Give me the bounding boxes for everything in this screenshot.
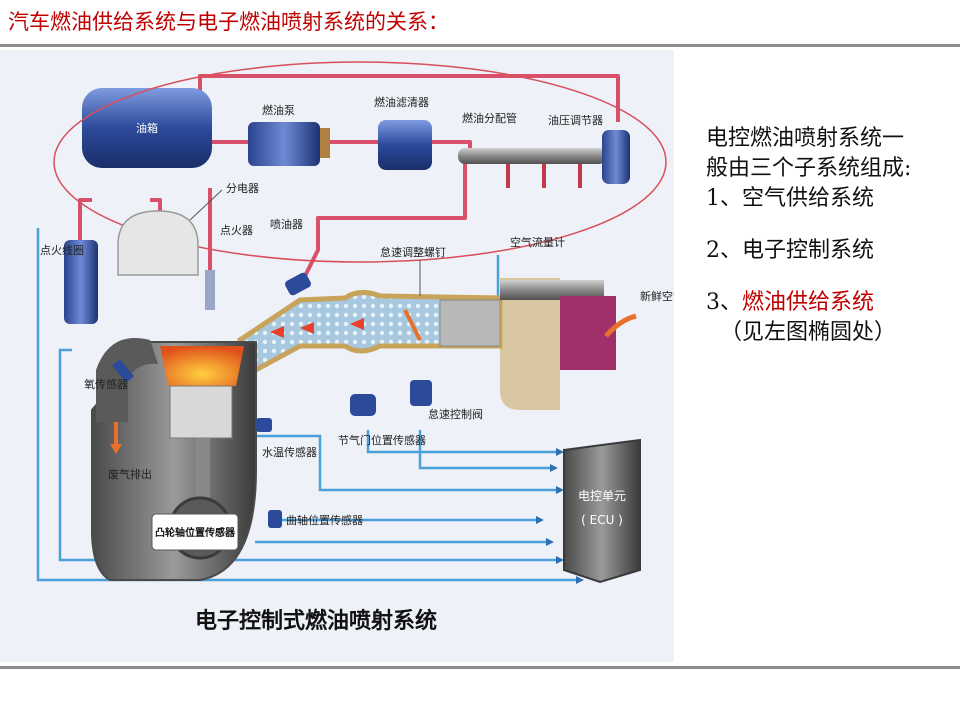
fuel-filter bbox=[378, 120, 432, 170]
fuel-pump bbox=[248, 122, 320, 166]
pressure-regulator-label: 油压调节器 bbox=[548, 113, 603, 127]
pressure-regulator bbox=[602, 130, 630, 184]
cam-sensor-label: 凸轮轴位置传感器 bbox=[155, 526, 236, 539]
subsystems-description: 电控燃油喷射系统一 般由三个子系统组成: 1、空气供给系统 2、电子控制系统 3… bbox=[706, 124, 956, 348]
intro-line-1: 电控燃油喷射系统一 bbox=[706, 126, 905, 151]
idle-control-valve bbox=[410, 380, 432, 406]
ecu-label-line2: ( ECU ) bbox=[581, 513, 623, 527]
fuel-supply-highlight-ellipse bbox=[53, 61, 667, 263]
title-divider bbox=[0, 44, 960, 47]
o2-sensor-label: 氧传感器 bbox=[84, 377, 128, 391]
coolant-sensor bbox=[256, 418, 272, 432]
slide-title: 汽车燃油供给系统与电子燃油喷射系统的关系： bbox=[8, 10, 449, 34]
fuel-tank-label: 油箱 bbox=[136, 121, 158, 135]
fresh-air-arrow bbox=[604, 313, 637, 338]
intake-bellows bbox=[439, 299, 501, 347]
ecu-label-line1: 电控单元 bbox=[578, 489, 626, 503]
combustion-chamber bbox=[160, 346, 244, 386]
subsystem-item-air: 1、空气供给系统 bbox=[706, 186, 874, 211]
connecting-rod bbox=[196, 438, 210, 508]
distributor-label: 分电器 bbox=[226, 182, 259, 195]
idle-screw-label: 怠速调整螺钉 bbox=[380, 245, 446, 259]
subsystem-item-fuel-text: 燃油供给系统 bbox=[742, 290, 875, 315]
idle-valve-label: 怠速控制阀 bbox=[428, 407, 483, 421]
crank-sensor-label: 曲轴位置传感器 bbox=[286, 513, 363, 527]
injector bbox=[285, 272, 311, 296]
air-duct bbox=[500, 278, 560, 410]
diagram-caption: 电子控制式燃油喷射系统 bbox=[195, 608, 437, 634]
crank-sensor bbox=[268, 510, 282, 528]
distributor bbox=[117, 210, 199, 276]
bottom-divider bbox=[0, 666, 960, 669]
fuel-tank bbox=[82, 88, 212, 168]
injector-label: 喷油器 bbox=[270, 217, 303, 231]
throttle-position-sensor bbox=[350, 394, 376, 416]
intro-line-2: 般由三个子系统组成: bbox=[706, 156, 912, 181]
ignition-coil-label: 点火线圈 bbox=[40, 243, 84, 257]
throttle-sensor-label: 节气门位置传感器 bbox=[338, 433, 426, 447]
fresh-air-label: 新鲜空气 bbox=[640, 289, 674, 303]
fuel-rail bbox=[458, 148, 606, 164]
air-flow-meter-label: 空气流量计 bbox=[510, 235, 565, 249]
air-flow-meter bbox=[500, 280, 604, 300]
exhaust-label: 废气排出 bbox=[108, 467, 152, 481]
spark-plug-label: 点火器 bbox=[220, 224, 253, 237]
subsystem-item-electronic: 2、电子控制系统 bbox=[706, 238, 874, 263]
ellipse-note: （见左图椭圆处） bbox=[720, 320, 897, 345]
ecu bbox=[563, 438, 641, 584]
signal-arrows bbox=[536, 448, 584, 584]
cam-sensor-tag bbox=[151, 513, 239, 551]
fuel-filter-label: 燃油滤清器 bbox=[374, 95, 429, 109]
throttle-plate bbox=[403, 309, 422, 341]
piston bbox=[169, 385, 233, 439]
subsystem-item-fuel: 3、燃油供给系统 bbox=[706, 288, 956, 318]
signal-lines bbox=[36, 228, 580, 582]
fuel-pump-label: 燃油泵 bbox=[262, 103, 295, 117]
coolant-sensor-label: 水温传感器 bbox=[262, 446, 317, 459]
efi-system-diagram: 油箱 燃油泵 燃油滤清器 燃油分配管 油压调节器 分电器 点火线圈 点火器 喷油… bbox=[0, 50, 674, 662]
fuel-rail-label: 燃油分配管 bbox=[462, 111, 517, 125]
o2-sensor bbox=[112, 359, 134, 383]
spark-plug bbox=[205, 270, 215, 310]
subsystem-item-fuel-number: 3、 bbox=[706, 290, 742, 315]
rail-injectors bbox=[506, 164, 582, 188]
ignition-coil bbox=[64, 240, 98, 324]
